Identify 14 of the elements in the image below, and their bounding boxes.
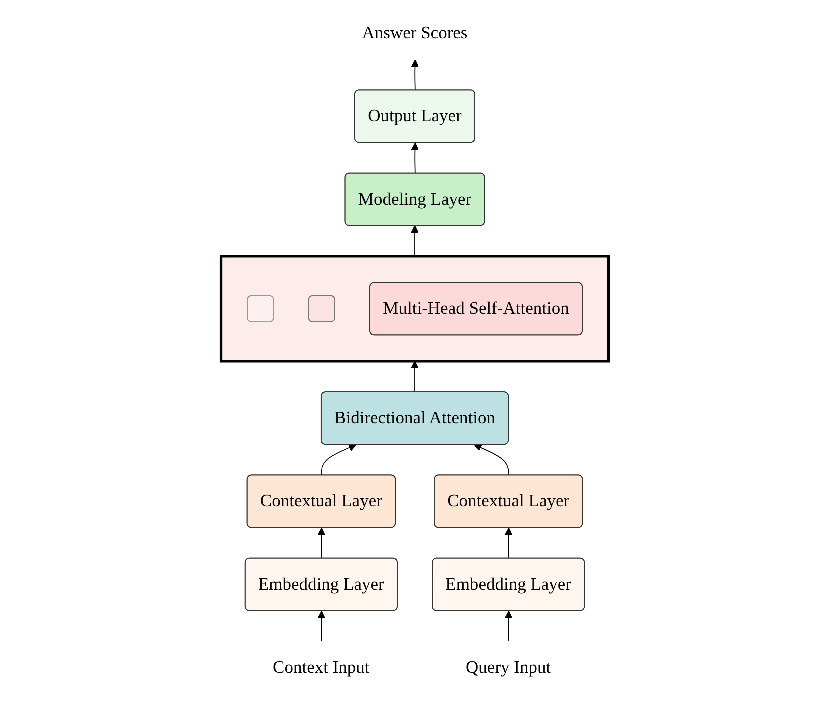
arrow [318, 528, 326, 560]
arrow [411, 225, 419, 257]
node-text: Answer Scores [362, 24, 468, 43]
arrow [504, 610, 513, 642]
cluster [220, 255, 610, 363]
arrow [411, 60, 420, 92]
node-text: Query Input [466, 658, 552, 678]
arrow [321, 444, 357, 476]
arrow [318, 610, 326, 642]
arrow [411, 142, 420, 174]
node-text: Context Input [273, 658, 370, 678]
arrow [474, 444, 510, 476]
arrow [411, 361, 419, 392]
arrow [504, 528, 513, 560]
